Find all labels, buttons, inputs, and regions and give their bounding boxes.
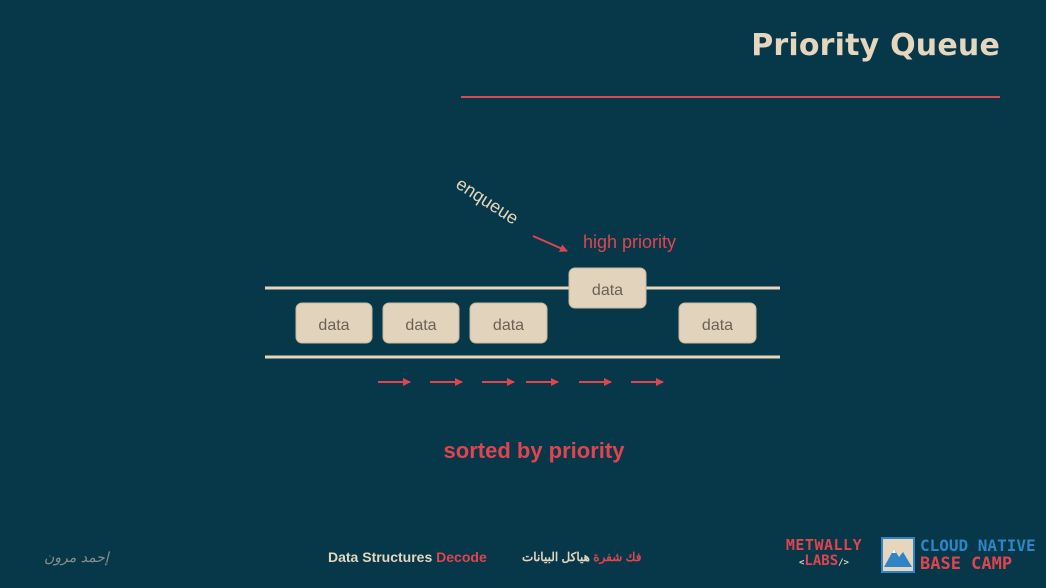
- mountain-logo-icon: [881, 537, 915, 573]
- queue-box-label: data: [702, 317, 733, 334]
- queue-box-4: data: [678, 302, 757, 344]
- slide-title: Priority Queue: [751, 28, 1000, 63]
- high-priority-label: high priority: [583, 232, 676, 252]
- logo-metwally-line1: METWALLY: [785, 536, 863, 554]
- metwally-labs-logo: METWALLY <LABS/>: [776, 537, 872, 571]
- logo-metwally-line2: LABS: [804, 553, 839, 569]
- diagram-caption: sorted by priority: [443, 438, 625, 463]
- arabic-title-accent: فك شفرة: [593, 550, 642, 564]
- series-accent: Decode: [436, 549, 487, 565]
- enqueue-label: enqueue: [452, 173, 522, 228]
- cloud-native-base-camp-logo: CLOUD NATIVE BASE CAMP: [920, 536, 1036, 574]
- queue-box-label: data: [318, 317, 349, 334]
- logo-cnbc-line1: CLOUD NATIVE: [920, 536, 1036, 555]
- queue-box-label: data: [405, 317, 436, 334]
- incoming-data-box: data: [568, 267, 647, 309]
- series-prefix: Data Structures: [328, 549, 433, 565]
- author-signature: إحمد مرون: [44, 550, 109, 566]
- queue-box-1: data: [295, 302, 373, 344]
- incoming-data-label: data: [592, 282, 623, 299]
- title-underline: [461, 96, 1000, 98]
- queue-box-label: data: [493, 317, 524, 334]
- series-title: Data Structures Decode: [328, 549, 487, 565]
- queue-box-2: data: [382, 302, 460, 344]
- queue-box-3: data: [469, 302, 548, 344]
- arabic-title-rest: هياكل البيانات: [522, 550, 590, 564]
- enqueue-arrow: [532, 235, 568, 252]
- arabic-series-title: فك شفرة هياكل البيانات: [522, 550, 641, 564]
- logo-cnbc-line2: BASE CAMP: [920, 554, 1013, 574]
